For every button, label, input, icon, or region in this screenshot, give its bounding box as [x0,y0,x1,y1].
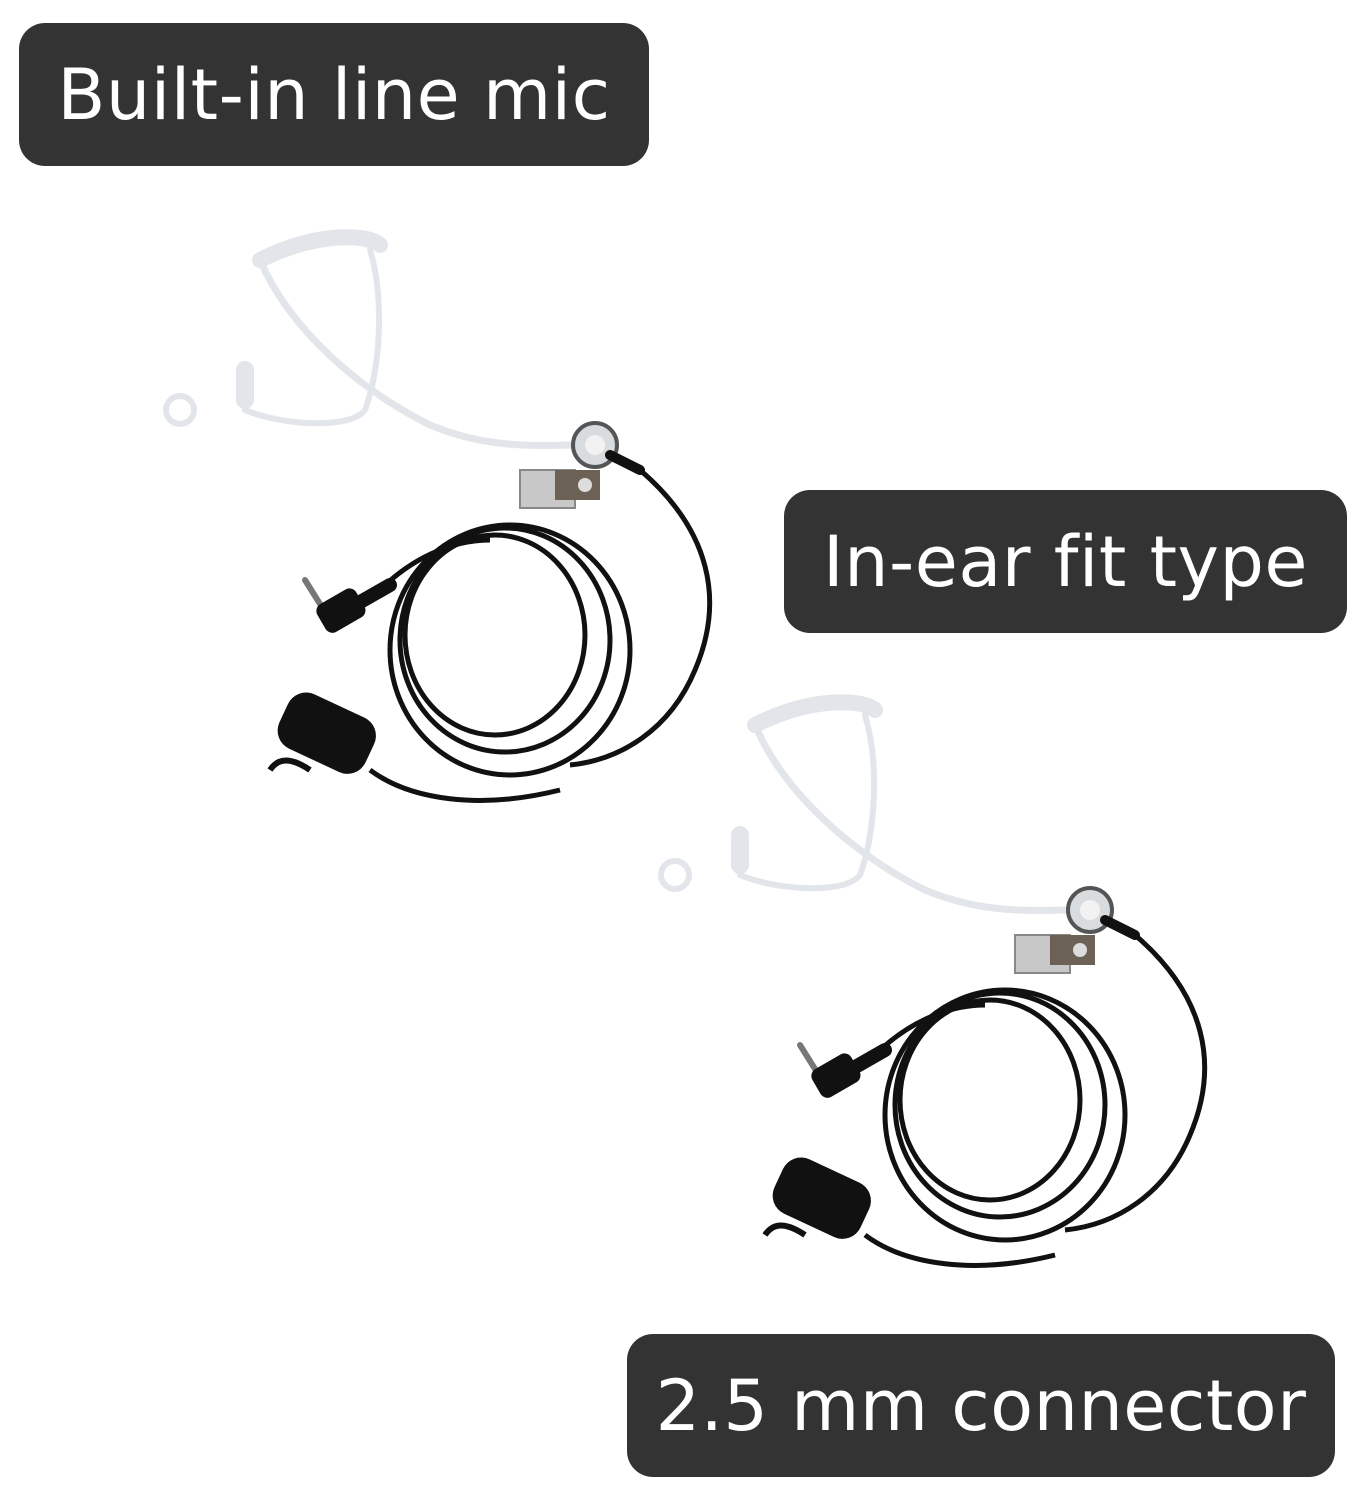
jack-connector-icon [797,1042,892,1098]
jack-connector-icon [302,577,397,633]
built-in-line-mic-text: Built-in line mic [57,53,611,136]
ptt-button-icon [267,692,376,774]
earpiece-product-image-2 [658,694,1208,1268]
acoustic-tube-icon [163,229,584,449]
cable-coil-icon [863,933,1208,1268]
in-ear-fit-type-label: In-ear fit type [784,490,1347,633]
ptt-button-icon [762,1157,871,1239]
clip-icon [1014,886,1140,974]
earpiece-product-image-1 [163,229,713,803]
acoustic-tube-icon [658,694,1079,914]
in-ear-fit-type-text: In-ear fit type [823,520,1308,603]
built-in-line-mic-label: Built-in line mic [19,23,649,166]
connector-text: 2.5 mm connector [655,1364,1307,1447]
connector-label: 2.5 mm connector [627,1334,1335,1477]
clip-icon [519,421,645,509]
